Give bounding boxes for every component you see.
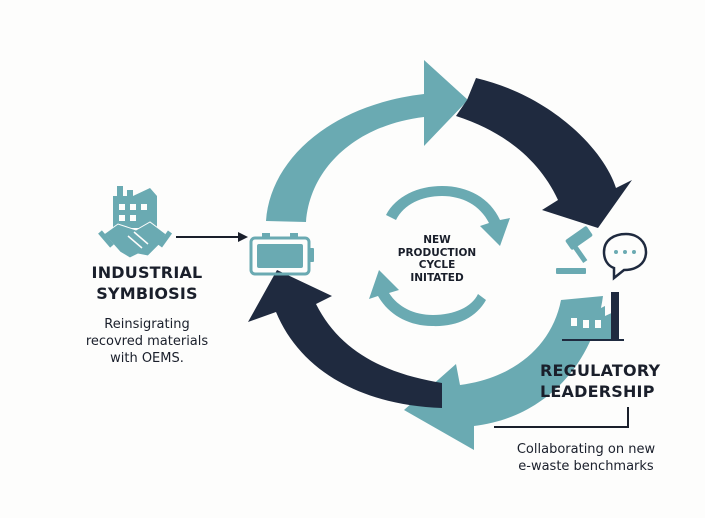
title-line: SYMBIOSIS bbox=[96, 284, 198, 303]
center-label-line: PRODUCTION bbox=[397, 246, 477, 259]
gavel-icon bbox=[556, 226, 593, 274]
speech-bubble-icon bbox=[602, 232, 648, 281]
inner-arrow-top bbox=[386, 186, 510, 246]
inner-cycle bbox=[369, 186, 510, 327]
title-line: INDUSTRIAL bbox=[91, 263, 203, 282]
factory-icon bbox=[562, 292, 624, 341]
battery-icon bbox=[249, 233, 314, 276]
description-line: Collaborating on new bbox=[516, 442, 656, 457]
outer-arrow-bottom-right bbox=[404, 296, 603, 450]
description-line: with OEMS. bbox=[110, 351, 184, 366]
outer-arrow-top bbox=[266, 60, 468, 222]
outer-arrow-right bbox=[456, 78, 632, 228]
connector-arrow bbox=[176, 232, 248, 242]
center-label-line: NEW bbox=[423, 234, 451, 246]
title-line: REGULATORY bbox=[540, 361, 661, 380]
regulatory-leadership-title: REGULATORY LEADERSHIP bbox=[540, 360, 670, 402]
handshake-icon bbox=[98, 221, 173, 259]
center-label-line: CYCLE bbox=[418, 259, 456, 271]
regulatory-leadership-description: Collaborating on new e-waste benchmarks bbox=[486, 441, 686, 475]
description-line: recovred materials bbox=[85, 334, 209, 349]
center-label-line: INITATED bbox=[410, 271, 464, 284]
description-line: e-waste benchmarks bbox=[518, 459, 654, 474]
description-line: Reinsigrating bbox=[104, 317, 190, 332]
title-line: LEADERSHIP bbox=[540, 382, 655, 401]
factory-icon bbox=[113, 186, 157, 228]
bracket-line bbox=[494, 407, 629, 428]
industrial-symbiosis-title: INDUSTRIAL SYMBIOSIS bbox=[82, 262, 212, 304]
center-cycle-label: NEW PRODUCTION CYCLE INITATED bbox=[382, 234, 492, 284]
industrial-symbiosis-description: Reinsigrating recovred materials with OE… bbox=[72, 316, 222, 367]
outer-cycle bbox=[248, 60, 632, 450]
outer-arrow-left bbox=[248, 270, 442, 430]
inner-arrow-bottom bbox=[369, 270, 486, 327]
